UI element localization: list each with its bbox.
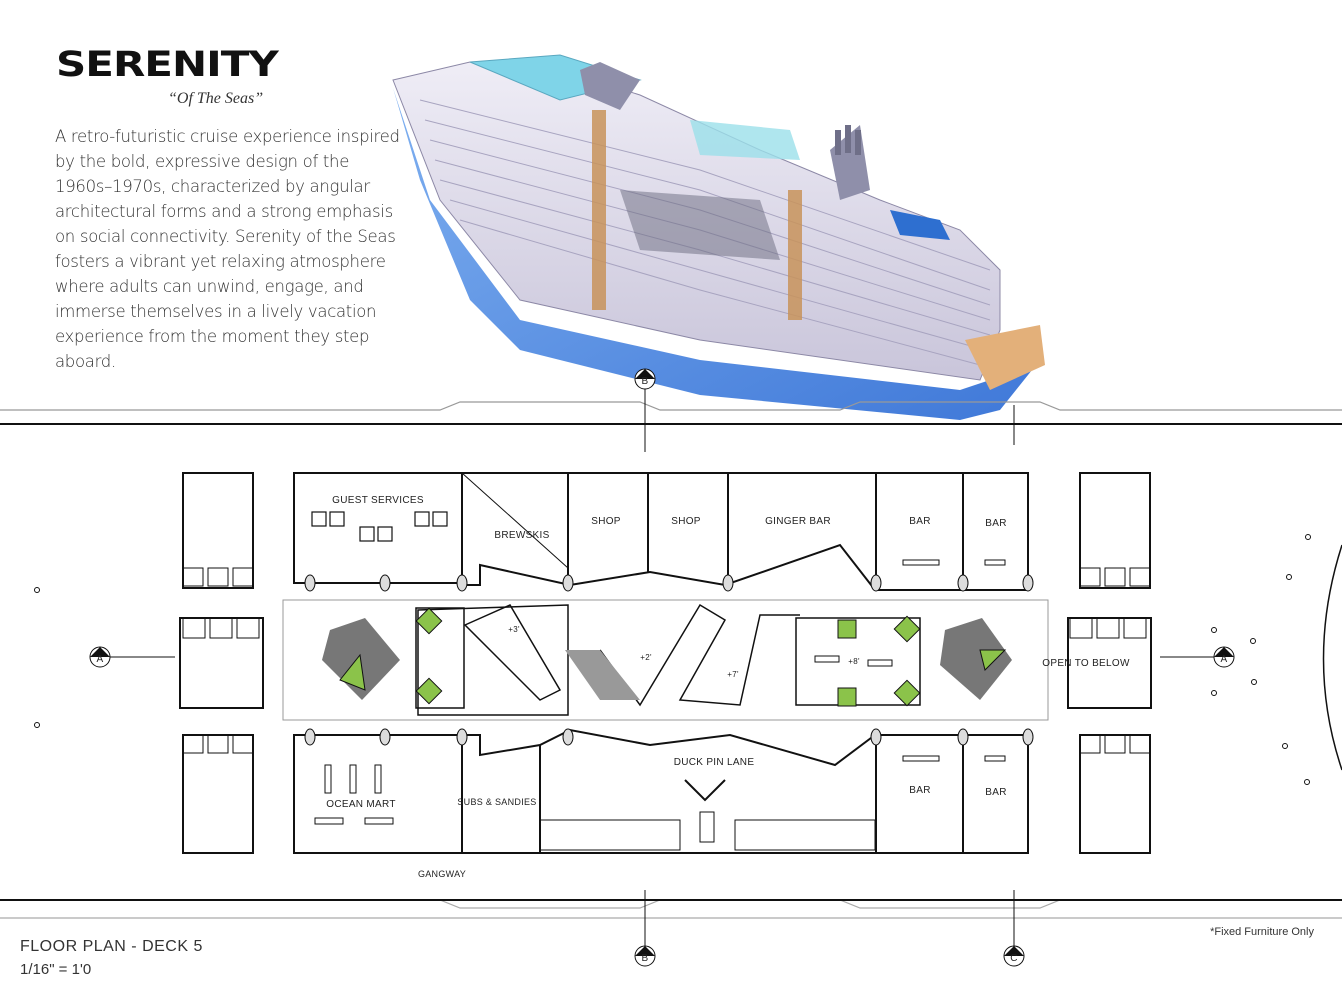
- brand-logo: SERENITY: [56, 44, 279, 85]
- label-gangway: GANGWAY: [418, 869, 466, 879]
- room-bar-top-left: BAR: [909, 516, 930, 527]
- room-shop-1: SHOP: [591, 516, 621, 527]
- stairs: [322, 618, 1012, 700]
- room-shop-2: SHOP: [671, 516, 701, 527]
- grid-label-a-right: A: [1221, 654, 1228, 665]
- shelving: [314, 764, 394, 825]
- planters: [415, 607, 921, 707]
- level-marker-1: +3': [508, 625, 520, 634]
- room-open-to-below: OPEN TO BELOW: [1042, 658, 1130, 669]
- grid-marker-b-top: B: [634, 368, 656, 390]
- room-bar-top-right: BAR: [985, 518, 1006, 529]
- room-bar-bottom-left: BAR: [909, 785, 930, 796]
- plan-title: FLOOR PLAN - DECK 5: [20, 938, 203, 955]
- columns: [304, 574, 1034, 746]
- deck-outline: [0, 401, 1342, 919]
- room-ocean-mart: OCEAN MART: [326, 799, 396, 810]
- level-marker-2: +2': [640, 653, 652, 662]
- level-marker-4: +8': [848, 657, 860, 666]
- grid-marker-a-left: A: [89, 646, 111, 668]
- hull-edges: [0, 423, 1342, 901]
- grid-marker-c-bottom: C: [1003, 945, 1025, 967]
- intro-paragraph: A retro-futuristic cruise experience ins…: [55, 127, 400, 371]
- level-marker-3: +7': [727, 670, 739, 679]
- grid-lines: [110, 388, 1215, 948]
- floor-plan-walls: [179, 472, 1152, 854]
- fixed-furniture-note: *Fixed Furniture Only: [1210, 926, 1314, 938]
- grid-label-c-bottom: C: [1010, 953, 1018, 964]
- bar-counters: [814, 559, 1006, 762]
- brand-tagline: “Of The Seas”: [168, 90, 264, 107]
- ship-rendering: [392, 54, 1045, 420]
- lounge-seating: [311, 511, 448, 542]
- grid-marker-b-bottom: B: [634, 945, 656, 967]
- stern-curve: [1322, 544, 1342, 771]
- deck-dots: [34, 534, 1311, 785]
- room-subs-sandies: SUBS & SANDIES: [457, 797, 536, 807]
- elevators: [182, 567, 1151, 754]
- grid-label-b-top: B: [642, 376, 649, 387]
- grid-label-a-left: A: [97, 654, 104, 665]
- grid-label-b-bottom: B: [642, 953, 649, 964]
- room-brewskis: BREWSKIS: [494, 530, 549, 541]
- room-bar-bottom-right: BAR: [985, 787, 1006, 798]
- plan-scale: 1/16" = 1'0: [20, 961, 92, 978]
- atrium-core: [415, 603, 921, 716]
- room-guest-services: GUEST SERVICES: [332, 495, 424, 506]
- room-duck-pin-lane: DUCK PIN LANE: [674, 757, 755, 768]
- grid-marker-a-right: A: [1213, 646, 1235, 668]
- room-ginger-bar: GINGER BAR: [765, 516, 831, 527]
- bowling-lanes: [539, 779, 876, 851]
- atrium-outline: [282, 599, 1049, 721]
